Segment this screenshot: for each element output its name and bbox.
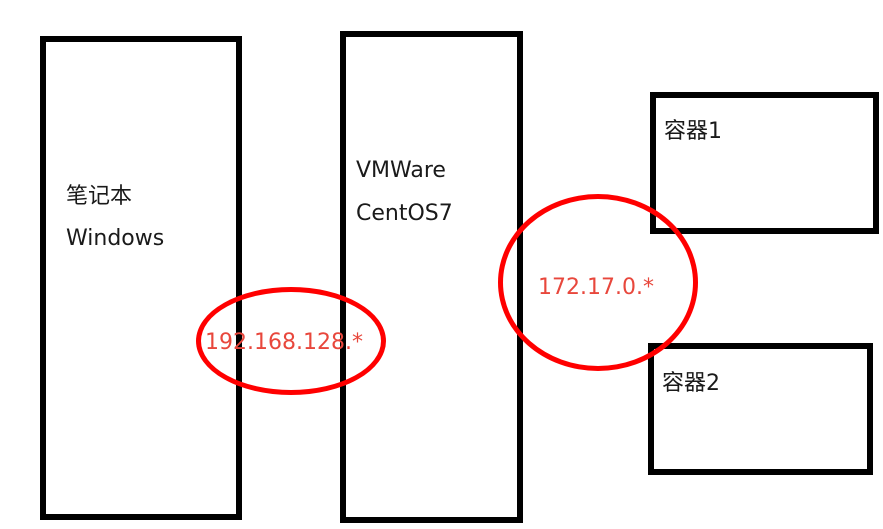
container2-box xyxy=(648,343,873,475)
vm-label-line1: VMWare xyxy=(356,158,446,183)
container1-box xyxy=(650,92,879,234)
docker-network-label: 172.17.0.* xyxy=(538,275,654,300)
container2-label: 容器2 xyxy=(662,371,720,396)
vm-label-line2: CentOS7 xyxy=(356,201,453,226)
docker-network-ring xyxy=(498,194,698,371)
laptop-box xyxy=(40,36,242,520)
vm-box xyxy=(340,31,523,523)
host-network-ring xyxy=(196,287,386,395)
host-network-label: 192.168.128.* xyxy=(205,330,363,355)
laptop-label-line2: Windows xyxy=(66,226,165,251)
container1-label: 容器1 xyxy=(664,119,722,144)
laptop-label-line1: 笔记本 xyxy=(66,184,133,209)
